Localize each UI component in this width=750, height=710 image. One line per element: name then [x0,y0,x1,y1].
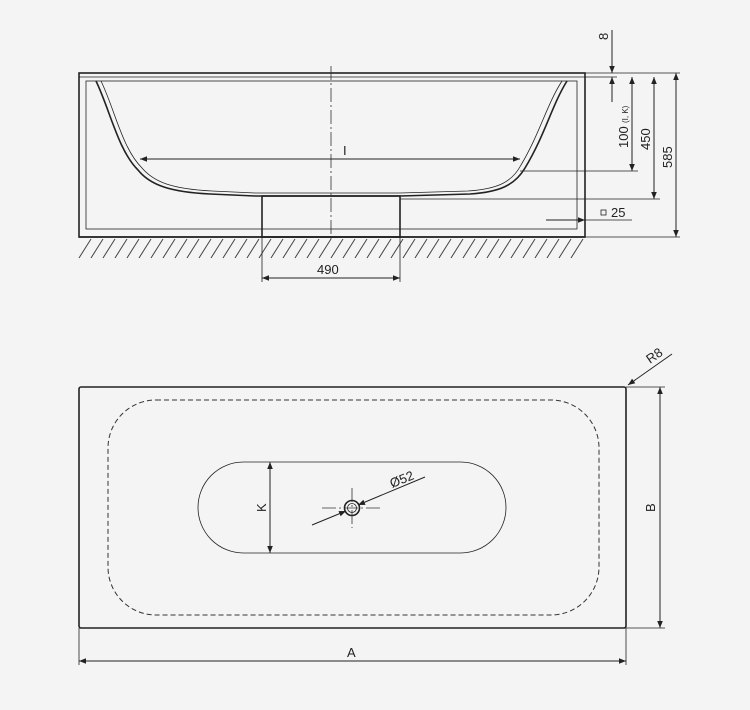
dim-label-25: 25 [611,205,625,220]
hatch-line [414,238,428,259]
hatch-line [462,238,476,259]
hatch-line [510,238,524,259]
hatch-line [270,238,284,259]
side-panel-outline [78,72,586,238]
hatch-line [558,238,572,259]
tub-profile-inner [100,80,563,194]
side-view: I 490 8 100 (I, K) 450 585 25 [78,30,680,282]
hatch-line [246,238,260,259]
hatch-line [546,238,560,259]
square-symbol-icon [600,209,607,216]
hatch-line [390,238,404,259]
dim-label-inner-length: I [343,143,347,158]
hatch-line [342,238,356,259]
dim-label-drain: Ø52 [388,468,416,491]
hatch-line [258,238,272,259]
dim-line-corner-radius [627,353,673,386]
hatch-line [378,238,392,259]
hatch-line [498,238,512,259]
hatch-line [90,238,104,259]
hatch-line [294,238,308,259]
top-outline [78,386,627,629]
hatch-line [222,238,236,259]
hatch-line [138,238,152,259]
dim-label-corner-radius: R8 [643,345,665,367]
dim-label-inner-width: K [254,503,269,512]
hatch-line [354,238,368,259]
hatch-line [426,238,440,259]
dim-line-drain-b [357,476,426,506]
dim-label-base-width: 490 [317,262,339,277]
hatch-line [210,238,224,259]
hatch-line [198,238,212,259]
hatch-line [366,238,380,259]
hatch-line [150,238,164,259]
floor-hatch [78,238,584,259]
top-view: Ø52 K R8 B A [78,345,673,665]
hatch-line [438,238,452,259]
dim-line-drain-a [311,510,347,526]
hatch-line [450,238,464,259]
hatch-line [186,238,200,259]
hatch-line [534,238,548,259]
hatch-line [174,238,188,259]
hatch-line [474,238,488,259]
hatch-line [522,238,536,259]
bottom-flat-area [197,461,507,554]
dim-label-length: A [347,645,356,660]
inner-basin-dashed [107,399,600,616]
hatch-line [330,238,344,259]
hatch-line [126,238,140,259]
hatch-line [318,238,332,259]
hatch-line [282,238,296,259]
dim-label-depth: 100 [616,126,631,148]
dim-label-rim-thickness: 8 [596,33,611,40]
dim-label-height-585: 585 [660,146,675,168]
hatch-line [486,238,500,259]
hatch-line [78,238,92,259]
hatch-line [234,238,248,259]
hatch-line [114,238,128,259]
dim-label-depth-note: (I, K) [621,105,630,123]
dim-label-height-450: 450 [638,128,653,150]
hatch-line [570,238,584,259]
hatch-line [306,238,320,259]
dim-label-width: B [643,503,658,512]
inner-panel-outline [85,80,578,230]
hatch-line [162,238,176,259]
hatch-line [102,238,116,259]
hatch-line [402,238,416,259]
tub-profile [95,80,568,197]
